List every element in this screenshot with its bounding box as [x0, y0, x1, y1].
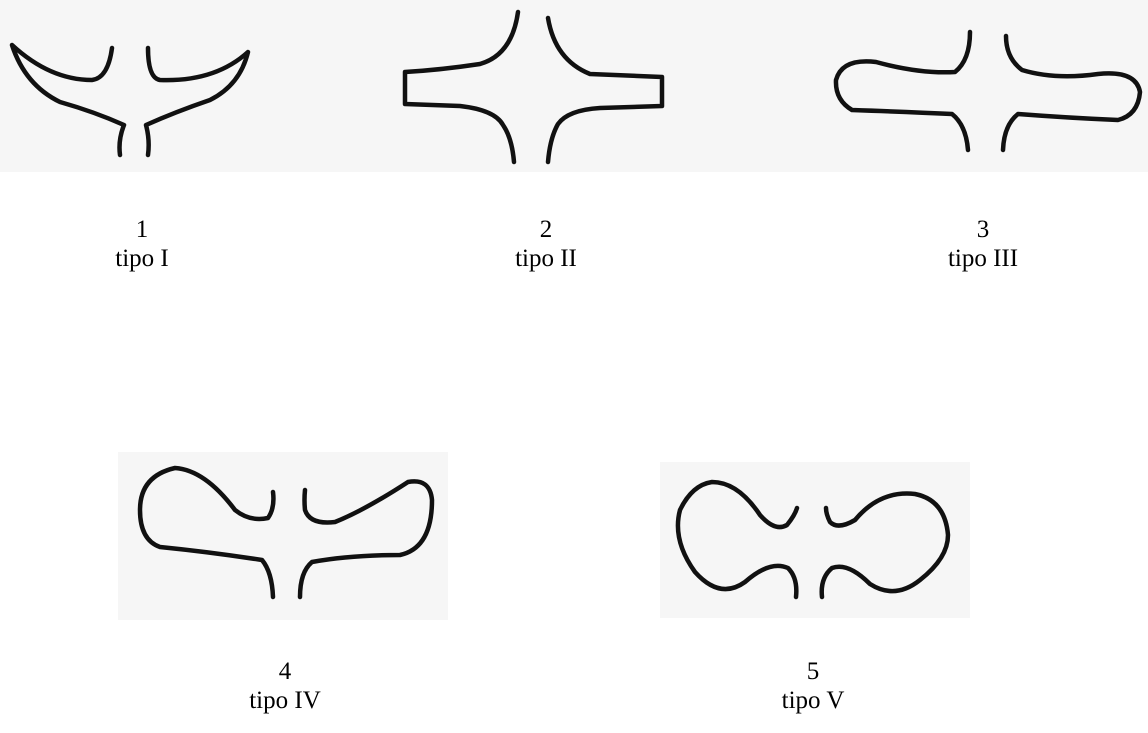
figure-3-number: 3 [903, 215, 1063, 244]
figure-1-number: 1 [62, 215, 222, 244]
figure-2-caption: 2 tipo II [466, 215, 626, 273]
figure-4-number: 4 [205, 657, 365, 686]
figure-2-number: 2 [466, 215, 626, 244]
figure-4-caption: 4 tipo IV [205, 657, 365, 715]
figure-1-label: tipo I [62, 244, 222, 273]
figure-5-label: tipo V [733, 686, 893, 715]
figure-1-caption: 1 tipo I [62, 215, 222, 273]
figure-3-caption: 3 tipo III [903, 215, 1063, 273]
figure-5-number: 5 [733, 657, 893, 686]
figure-4-label: tipo IV [205, 686, 365, 715]
figure-3-label: tipo III [903, 244, 1063, 273]
figure-5-shape [0, 0, 960, 620]
figure-2-label: tipo II [466, 244, 626, 273]
figure-5-caption: 5 tipo V [733, 657, 893, 715]
